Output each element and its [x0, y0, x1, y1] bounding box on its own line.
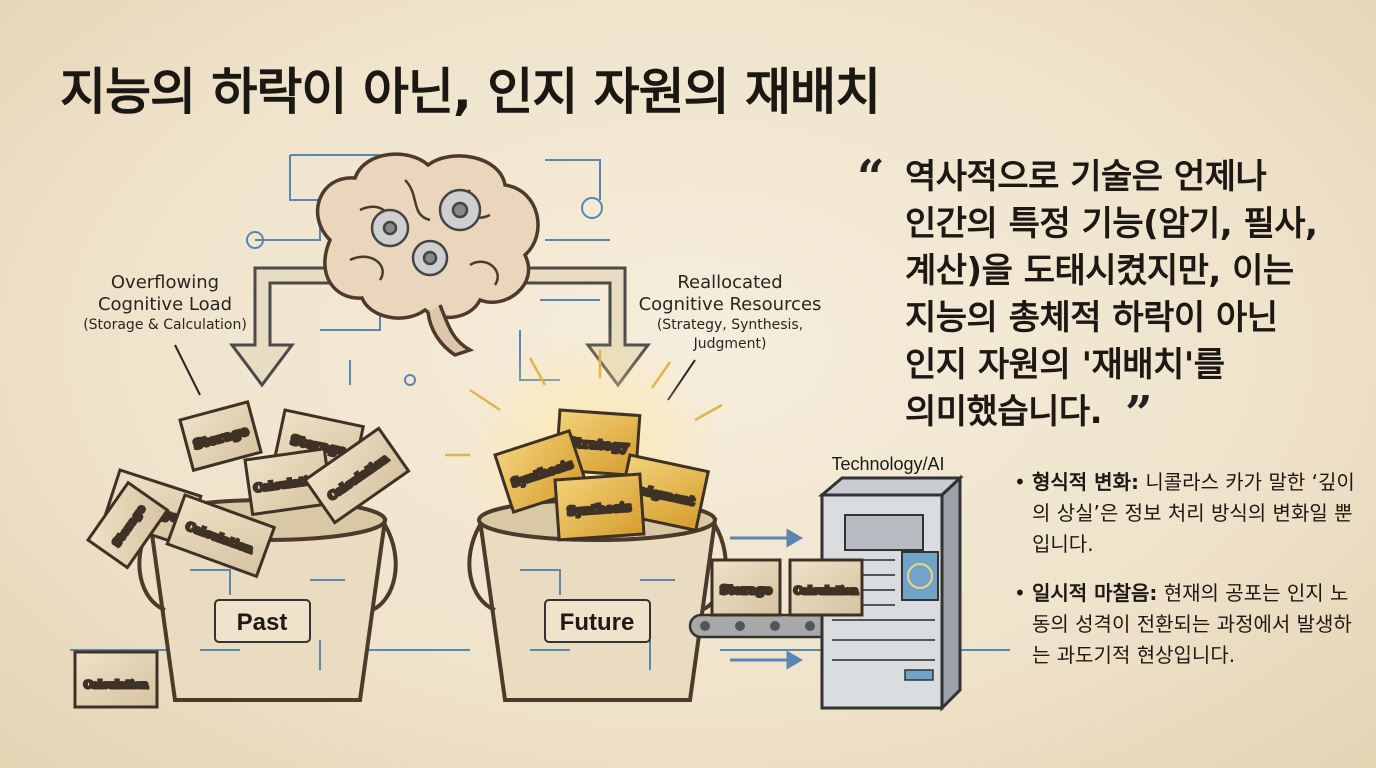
page-title: 지능의 하락이 아닌, 인지 자원의 재배치: [60, 63, 881, 121]
past-box: [178, 400, 263, 473]
reallocated-label-sub: (Strategy, Synthesis, Judgment): [656, 317, 804, 352]
bullet-text: 니콜라스 카가 말한 ‘깊이의 상실’은 정보 처리 방식의 변화일 뿐입니다.: [1032, 470, 1355, 556]
past-box: [85, 480, 170, 570]
bullet-dot: •: [1014, 470, 1026, 494]
conveyor-box: [788, 558, 864, 617]
gear-icon: [370, 188, 482, 277]
quote-text: 역사적으로 기술은 언제나 인간의 특정 기능(암기, 필사, 계산)을 도태시…: [905, 157, 1318, 432]
future-box-label: Strategy: [566, 436, 629, 455]
open-quote-mark: “: [857, 150, 885, 206]
past-box: [73, 650, 159, 709]
conveyor-box-label: Calculation: [794, 586, 859, 597]
bullet-item: • 일시적 마찰음: 현재의 공포는 인지 노동의 성격이 전환되는 과정에서 …: [1014, 578, 1359, 671]
bullet-item: • 형식적 변화: 니콜라스 카가 말한 ‘깊이의 상실’은 정보 처리 방식의…: [1014, 467, 1359, 560]
future-box-label: Synthesis: [567, 500, 632, 518]
conveyor-boxes: Storage Calculation: [710, 558, 864, 617]
overflow-label: Overflowing Cognitive Load (Storage & Ca…: [40, 272, 290, 335]
technology-label: Technology/AI: [831, 454, 944, 474]
past-box: [302, 426, 411, 525]
future-box: [553, 472, 646, 542]
past-box-label: Calculation: [84, 680, 149, 691]
reallocated-label: Reallocated Cognitive Resources (Strateg…: [620, 272, 840, 354]
bullet-text: 현재의 공포는 인지 노동의 성격이 전환되는 과정에서 발생하는 과도기적 현…: [1032, 581, 1352, 667]
conveyor-box-label: Storage: [720, 583, 773, 597]
past-box: [165, 493, 277, 579]
reallocated-label-main: Reallocated Cognitive Resources: [638, 272, 822, 315]
glow-rays: [445, 350, 723, 457]
bullet-heading: 형식적 변화:: [1032, 470, 1139, 494]
bullet-list: • 형식적 변화: 니콜라스 카가 말한 ‘깊이의 상실’은 정보 처리 방식의…: [1014, 467, 1359, 689]
overflow-label-sub: (Storage & Calculation): [83, 317, 247, 333]
future-bucket-label: Future: [560, 609, 635, 636]
bullet-dot: •: [1014, 581, 1026, 605]
conveyor-belt: [688, 613, 842, 639]
feed-arrows: [730, 528, 803, 670]
overflow-label-main: Overflowing Cognitive Load: [97, 272, 233, 315]
bullet-heading: 일시적 마찰음:: [1032, 581, 1158, 605]
conveyor-box: [710, 558, 782, 617]
future-boxes: Strategy Synthesis Judgment Synthesis: [493, 408, 711, 542]
close-quote-mark: ”: [1125, 386, 1153, 442]
past-bucket-label: Past: [237, 609, 288, 636]
brain-icon: [315, 152, 540, 357]
past-boxes: Storage Storage Storage Calculation Calc…: [73, 400, 411, 709]
